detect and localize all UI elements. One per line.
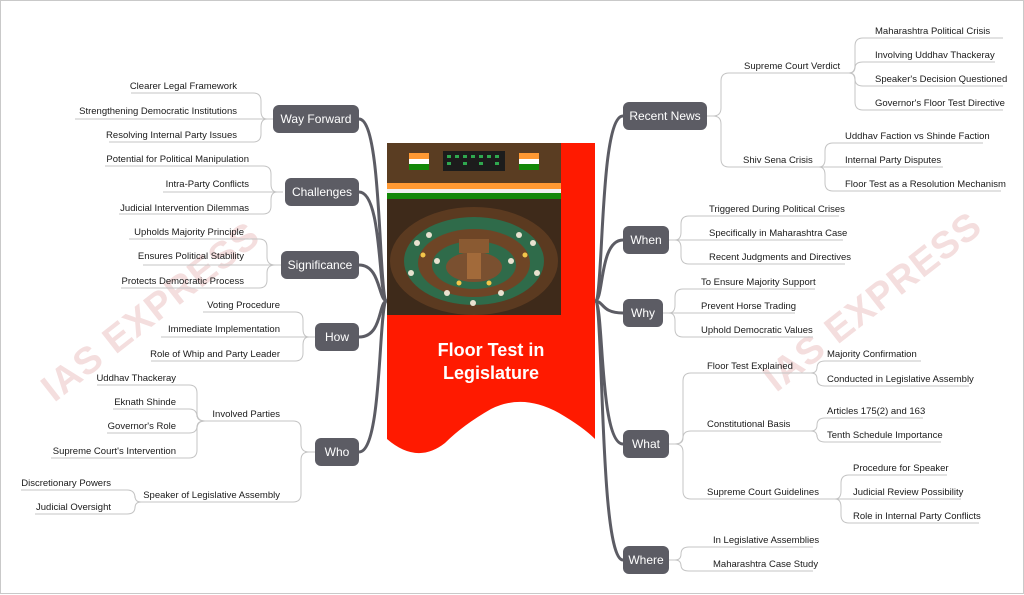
leaf-maharashtra-case-study[interactable]: Maharashtra Case Study: [713, 559, 819, 570]
legislative-assembly-illustration: [387, 143, 561, 315]
node-involved-parties[interactable]: Involved Parties: [212, 409, 280, 420]
leaf-speakers-decision-questioned[interactable]: Speaker's Decision Questioned: [875, 74, 1008, 85]
leaf-internal-party-disputes[interactable]: Internal Party Disputes: [845, 155, 942, 166]
leaf-recent-judgments[interactable]: Recent Judgments and Directives: [709, 252, 852, 263]
leaf-discretionary-powers[interactable]: Discretionary Powers: [21, 478, 111, 489]
branch-challenges[interactable]: Challenges: [285, 178, 359, 206]
leaf-majority-confirmation[interactable]: Majority Confirmation: [827, 349, 917, 360]
leaf-immediate-implementation[interactable]: Immediate Implementation: [168, 324, 280, 335]
node-speaker-of-assembly[interactable]: Speaker of Legislative Assembly: [143, 490, 280, 501]
leaf-strengthening-institutions[interactable]: Strengthening Democratic Institutions: [79, 106, 237, 117]
leaf-role-internal-conflicts[interactable]: Role in Internal Party Conflicts: [853, 511, 981, 522]
node-supreme-court-guidelines[interactable]: Supreme Court Guidelines: [707, 487, 819, 498]
central-topic-title-line2: Legislature: [442, 363, 540, 383]
leaf-conducted-in-assembly[interactable]: Conducted in Legislative Assembly: [827, 374, 974, 385]
node-floor-test-explained[interactable]: Floor Test Explained: [707, 361, 793, 372]
leaf-resolving-party-issues[interactable]: Resolving Internal Party Issues: [106, 130, 237, 141]
branch-when[interactable]: When: [623, 226, 669, 254]
main-branch-links: [358, 114, 624, 562]
leaf-governors-floor-test-directive[interactable]: Governor's Floor Test Directive: [875, 98, 1005, 109]
branch-recent-news[interactable]: Recent News: [623, 102, 707, 130]
leaf-supreme-court-intervention[interactable]: Supreme Court's Intervention: [52, 446, 176, 457]
leaf-uddhav-vs-shinde[interactable]: Uddhav Faction vs Shinde Faction: [845, 131, 990, 142]
leaf-clearer-legal-framework[interactable]: Clearer Legal Framework: [129, 81, 237, 92]
leaf-protects-democratic-process[interactable]: Protects Democratic Process: [121, 276, 244, 287]
leaf-specifically-maharashtra[interactable]: Specifically in Maharashtra Case: [709, 228, 848, 239]
branch-what[interactable]: What: [623, 430, 669, 458]
leaf-involving-uddhav-thackeray[interactable]: Involving Uddhav Thackeray: [875, 50, 995, 61]
leaf-intra-party-conflicts[interactable]: Intra-Party Conflicts: [165, 179, 249, 190]
node-shiv-sena-crisis[interactable]: Shiv Sena Crisis: [743, 155, 813, 166]
leaf-procedure-for-speaker[interactable]: Procedure for Speaker: [853, 463, 949, 474]
leaf-judicial-intervention-dilemmas[interactable]: Judicial Intervention Dilemmas: [120, 203, 249, 214]
node-supreme-court-verdict[interactable]: Supreme Court Verdict: [744, 61, 841, 72]
central-topic-title: Floor Test in Legislature: [387, 339, 595, 385]
leaf-ensures-political-stability[interactable]: Ensures Political Stability: [137, 251, 244, 262]
leaf-upholds-majority-principle[interactable]: Upholds Majority Principle: [134, 227, 244, 238]
branch-why[interactable]: Why: [623, 299, 663, 327]
leaf-maharashtra-political-crisis[interactable]: Maharashtra Political Crisis: [875, 26, 991, 37]
leaf-judicial-oversight[interactable]: Judicial Oversight: [36, 502, 111, 513]
leaf-voting-procedure[interactable]: Voting Procedure: [207, 300, 280, 311]
branch-way-forward[interactable]: Way Forward: [273, 105, 359, 133]
leaf-governors-role[interactable]: Governor's Role: [107, 421, 176, 432]
leaf-ensure-majority-support[interactable]: To Ensure Majority Support: [701, 277, 816, 288]
central-topic: Floor Test in Legislature: [387, 143, 595, 459]
leaf-eknath-shinde[interactable]: Eknath Shinde: [114, 397, 176, 408]
branch-significance[interactable]: Significance: [281, 251, 359, 279]
leaf-links: [21, 37, 1003, 572]
leaf-role-of-whip[interactable]: Role of Whip and Party Leader: [150, 349, 280, 360]
leaf-political-manipulation[interactable]: Potential for Political Manipulation: [106, 154, 249, 165]
central-topic-title-line1: Floor Test in: [437, 340, 545, 360]
branch-how[interactable]: How: [315, 323, 359, 351]
node-constitutional-basis[interactable]: Constitutional Basis: [707, 419, 791, 430]
branch-who[interactable]: Who: [315, 438, 359, 466]
leaf-triggered-during-crises[interactable]: Triggered During Political Crises: [709, 204, 845, 215]
leaf-tenth-schedule[interactable]: Tenth Schedule Importance: [827, 430, 943, 441]
leaf-judicial-review-possibility[interactable]: Judicial Review Possibility: [853, 487, 964, 498]
leaf-uphold-democratic-values[interactable]: Uphold Democratic Values: [701, 325, 813, 336]
branch-where[interactable]: Where: [623, 546, 669, 574]
leaf-floor-test-resolution-mechanism[interactable]: Floor Test as a Resolution Mechanism: [845, 179, 1006, 190]
leaf-in-legislative-assemblies[interactable]: In Legislative Assemblies: [713, 535, 820, 546]
leaf-uddhav-thackeray[interactable]: Uddhav Thackeray: [96, 373, 176, 384]
leaf-articles-175-163[interactable]: Articles 175(2) and 163: [827, 406, 926, 417]
leaf-prevent-horse-trading[interactable]: Prevent Horse Trading: [701, 301, 797, 312]
